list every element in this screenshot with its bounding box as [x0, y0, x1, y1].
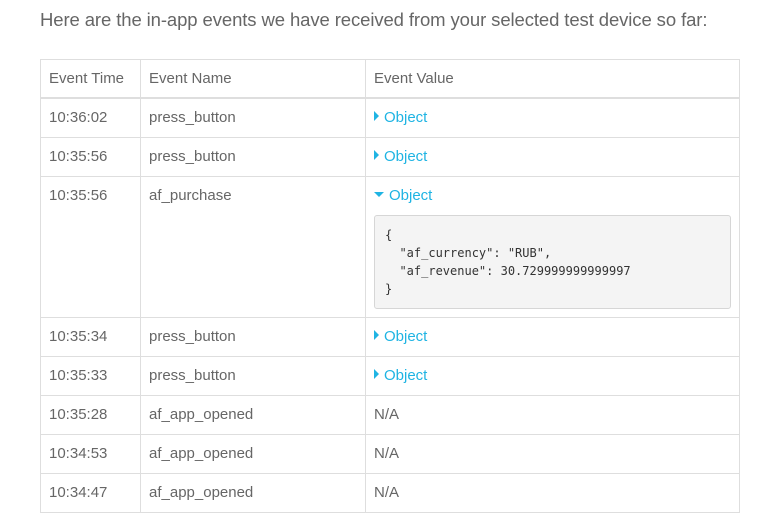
event-time: 10:35:28	[40, 395, 141, 435]
caret-right-icon	[374, 369, 379, 380]
caret-right-icon	[374, 150, 379, 161]
event-value: N/A	[365, 434, 740, 474]
events-table: Event Time Event Name Event Value 10:36:…	[40, 59, 740, 513]
table-row: 10:35:34 press_button Object	[40, 317, 740, 357]
event-name: af_purchase	[140, 176, 366, 318]
event-value: Object	[365, 356, 740, 396]
table-header-row: Event Time Event Name Event Value	[40, 59, 740, 99]
object-toggle[interactable]: Object	[374, 367, 427, 384]
event-time: 10:34:53	[40, 434, 141, 474]
table-row: 10:34:47 af_app_opened N/A	[40, 473, 740, 513]
event-value: Object	[365, 317, 740, 357]
table-row: 10:34:53 af_app_opened N/A	[40, 434, 740, 474]
table-row: 10:35:28 af_app_opened N/A	[40, 395, 740, 435]
header-event-time: Event Time	[40, 59, 141, 99]
table-row: 10:35:56 press_button Object	[40, 137, 740, 177]
table-row: 10:35:33 press_button Object	[40, 356, 740, 396]
event-value: N/A	[365, 395, 740, 435]
caret-right-icon	[374, 330, 379, 341]
json-viewer: { "af_currency": "RUB", "af_revenue": 30…	[374, 215, 731, 309]
event-name: press_button	[140, 97, 366, 138]
header-event-name: Event Name	[140, 59, 366, 99]
object-toggle[interactable]: Object	[374, 177, 731, 215]
table-row: 10:36:02 press_button Object	[40, 97, 740, 138]
object-toggle[interactable]: Object	[374, 109, 427, 126]
event-time: 10:36:02	[40, 97, 141, 138]
event-time: 10:34:47	[40, 473, 141, 513]
object-label: Object	[384, 148, 428, 165]
event-name: af_app_opened	[140, 395, 366, 435]
header-event-value: Event Value	[365, 59, 740, 99]
event-time: 10:35:33	[40, 356, 141, 396]
event-name: press_button	[140, 137, 366, 177]
event-time: 10:35:56	[40, 176, 141, 318]
event-time: 10:35:34	[40, 317, 141, 357]
event-value: Object	[365, 137, 740, 177]
event-name: press_button	[140, 317, 366, 357]
event-value: Object	[365, 97, 740, 138]
caret-right-icon	[374, 111, 379, 122]
object-label: Object	[384, 109, 428, 126]
object-toggle[interactable]: Object	[374, 328, 427, 345]
event-value: N/A	[365, 473, 740, 513]
object-toggle[interactable]: Object	[374, 148, 427, 165]
object-label: Object	[384, 367, 428, 384]
event-name: af_app_opened	[140, 434, 366, 474]
event-time: 10:35:56	[40, 137, 141, 177]
event-name: press_button	[140, 356, 366, 396]
object-label: Object	[384, 328, 428, 345]
table-row: 10:35:56 af_purchase Object { "af_curren…	[40, 176, 740, 318]
event-name: af_app_opened	[140, 473, 366, 513]
event-value: Object { "af_currency": "RUB", "af_reven…	[365, 176, 740, 318]
caret-down-icon	[374, 191, 384, 197]
object-label: Object	[389, 187, 433, 204]
intro-text: Here are the in-app events we have recei…	[40, 9, 708, 30]
